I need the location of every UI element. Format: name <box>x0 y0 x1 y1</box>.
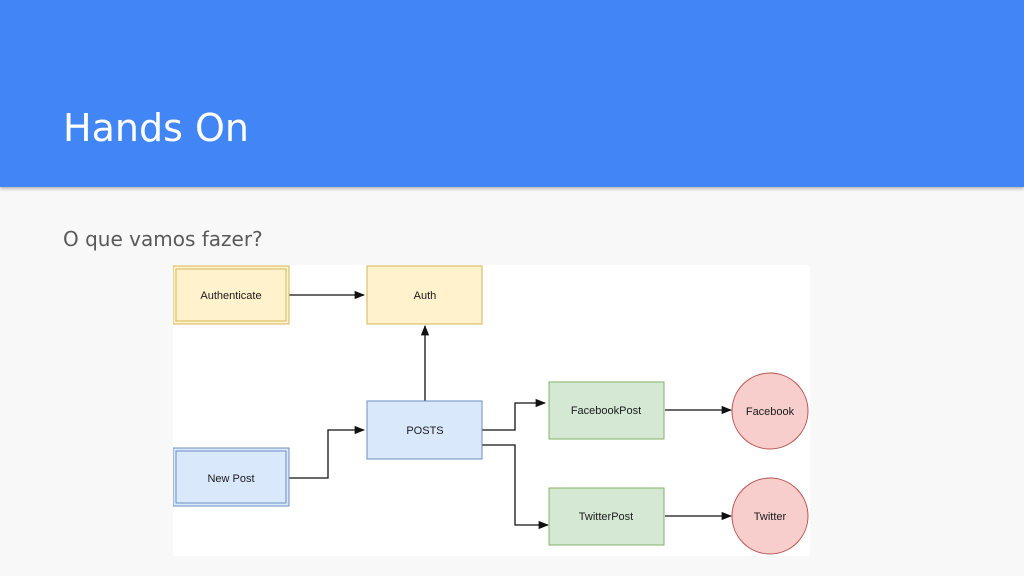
header-band <box>0 0 1024 187</box>
edge-posts-twitterpost <box>482 444 550 530</box>
slide-title: Hands On <box>63 106 249 150</box>
node-posts-label: POSTS <box>406 425 443 437</box>
node-authenticate: Authenticate <box>173 265 290 325</box>
node-facebook-post-label: FacebookPost <box>571 405 641 417</box>
flow-diagram: Authenticate Auth POSTS New Post Faceboo… <box>173 265 810 556</box>
node-authenticate-label: Authenticate <box>200 290 261 302</box>
node-twitter-label: Twitter <box>754 511 787 523</box>
edge-posts-facebookpost <box>482 398 547 431</box>
node-new-post: New Post <box>173 447 290 507</box>
node-facebook: Facebook <box>731 372 809 450</box>
node-auth: Auth <box>366 265 483 325</box>
node-auth-label: Auth <box>414 290 437 302</box>
node-posts: POSTS <box>366 400 483 460</box>
node-facebook-post: FacebookPost <box>548 381 665 440</box>
node-twitter-post-label: TwitterPost <box>579 511 633 523</box>
node-twitter-post: TwitterPost <box>548 487 665 546</box>
edge-newpost-posts <box>289 425 366 479</box>
node-facebook-label: Facebook <box>746 406 795 418</box>
slide-subtitle: O que vamos fazer? <box>63 227 263 251</box>
node-new-post-label: New Post <box>207 473 254 485</box>
node-twitter: Twitter <box>731 477 809 555</box>
